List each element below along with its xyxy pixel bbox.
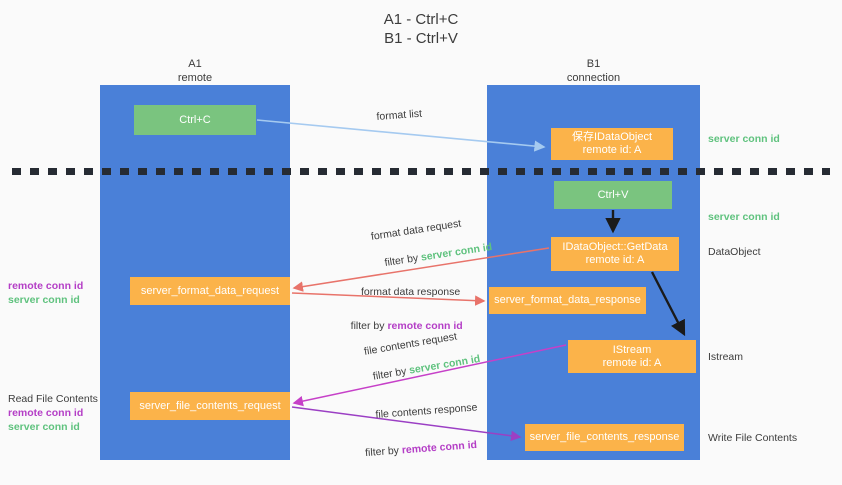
left-label-group-format: remote conn id server conn id	[8, 279, 83, 307]
edge-label-format-data-response: format data response	[361, 286, 461, 298]
edge-label-file-contents-response-filter: filter by remote conn id	[352, 424, 478, 475]
server-conn-id-text: server conn id	[408, 352, 482, 377]
node-ctrl-c[interactable]: Ctrl+C	[134, 105, 256, 135]
node-server-format-data-response[interactable]: server_format_data_response	[489, 287, 646, 314]
node-ctrl-v[interactable]: Ctrl+V	[554, 181, 672, 209]
remote-conn-id-text: remote conn id	[387, 320, 463, 332]
node-save-idataobject[interactable]: 保存IDataObject remote id: A	[551, 128, 673, 160]
phase-divider	[12, 168, 830, 175]
node-server-file-contents-request[interactable]: server_file_contents_request	[130, 392, 290, 420]
left-label-remote-conn-id: remote conn id	[8, 407, 84, 419]
left-label-read-file-contents: Read File Contents	[8, 393, 98, 405]
left-label-group-file: Read File Contents remote conn id server…	[8, 392, 98, 434]
node-server-format-data-request[interactable]: server_format_data_request	[130, 277, 290, 305]
node-istream[interactable]: IStream remote id: A	[568, 340, 696, 373]
filter-by-text: filter by	[350, 320, 388, 332]
remote-conn-id-text: remote conn id	[401, 438, 478, 457]
filter-by-text: filter by	[371, 364, 411, 383]
left-label-server-conn-id: server conn id	[8, 421, 80, 433]
edge-label-format-data-response-filter: filter by remote conn id	[339, 305, 463, 347]
left-label-remote-conn-id: remote conn id	[8, 280, 84, 292]
side-label-dataobject: DataObject	[708, 246, 761, 258]
side-label-server-conn-id-top: server conn id	[708, 133, 780, 145]
side-label-write-file-contents: Write File Contents	[708, 432, 798, 444]
left-label-server-conn-id: server conn id	[8, 294, 80, 306]
side-label-server-conn-id-mid: server conn id	[708, 211, 780, 223]
edge-label-format-list: format list	[376, 107, 423, 123]
filter-by-text: filter by	[383, 251, 422, 269]
lane-header-a1: A1 remote	[177, 58, 213, 84]
node-idataobject-getdata[interactable]: IDataObject::GetData remote id: A	[551, 237, 679, 271]
side-label-istream: Istream	[708, 351, 744, 363]
node-server-file-contents-response[interactable]: server_file_contents_response	[525, 424, 684, 451]
edge-label-file-contents-response: file contents response	[375, 401, 478, 421]
server-conn-id-text: server conn id	[420, 241, 493, 264]
filter-by-text: filter by	[364, 444, 403, 460]
lane-header-b1: B1 connection	[566, 58, 621, 84]
page-title: A1 - Ctrl+C B1 - Ctrl+V	[383, 11, 459, 47]
